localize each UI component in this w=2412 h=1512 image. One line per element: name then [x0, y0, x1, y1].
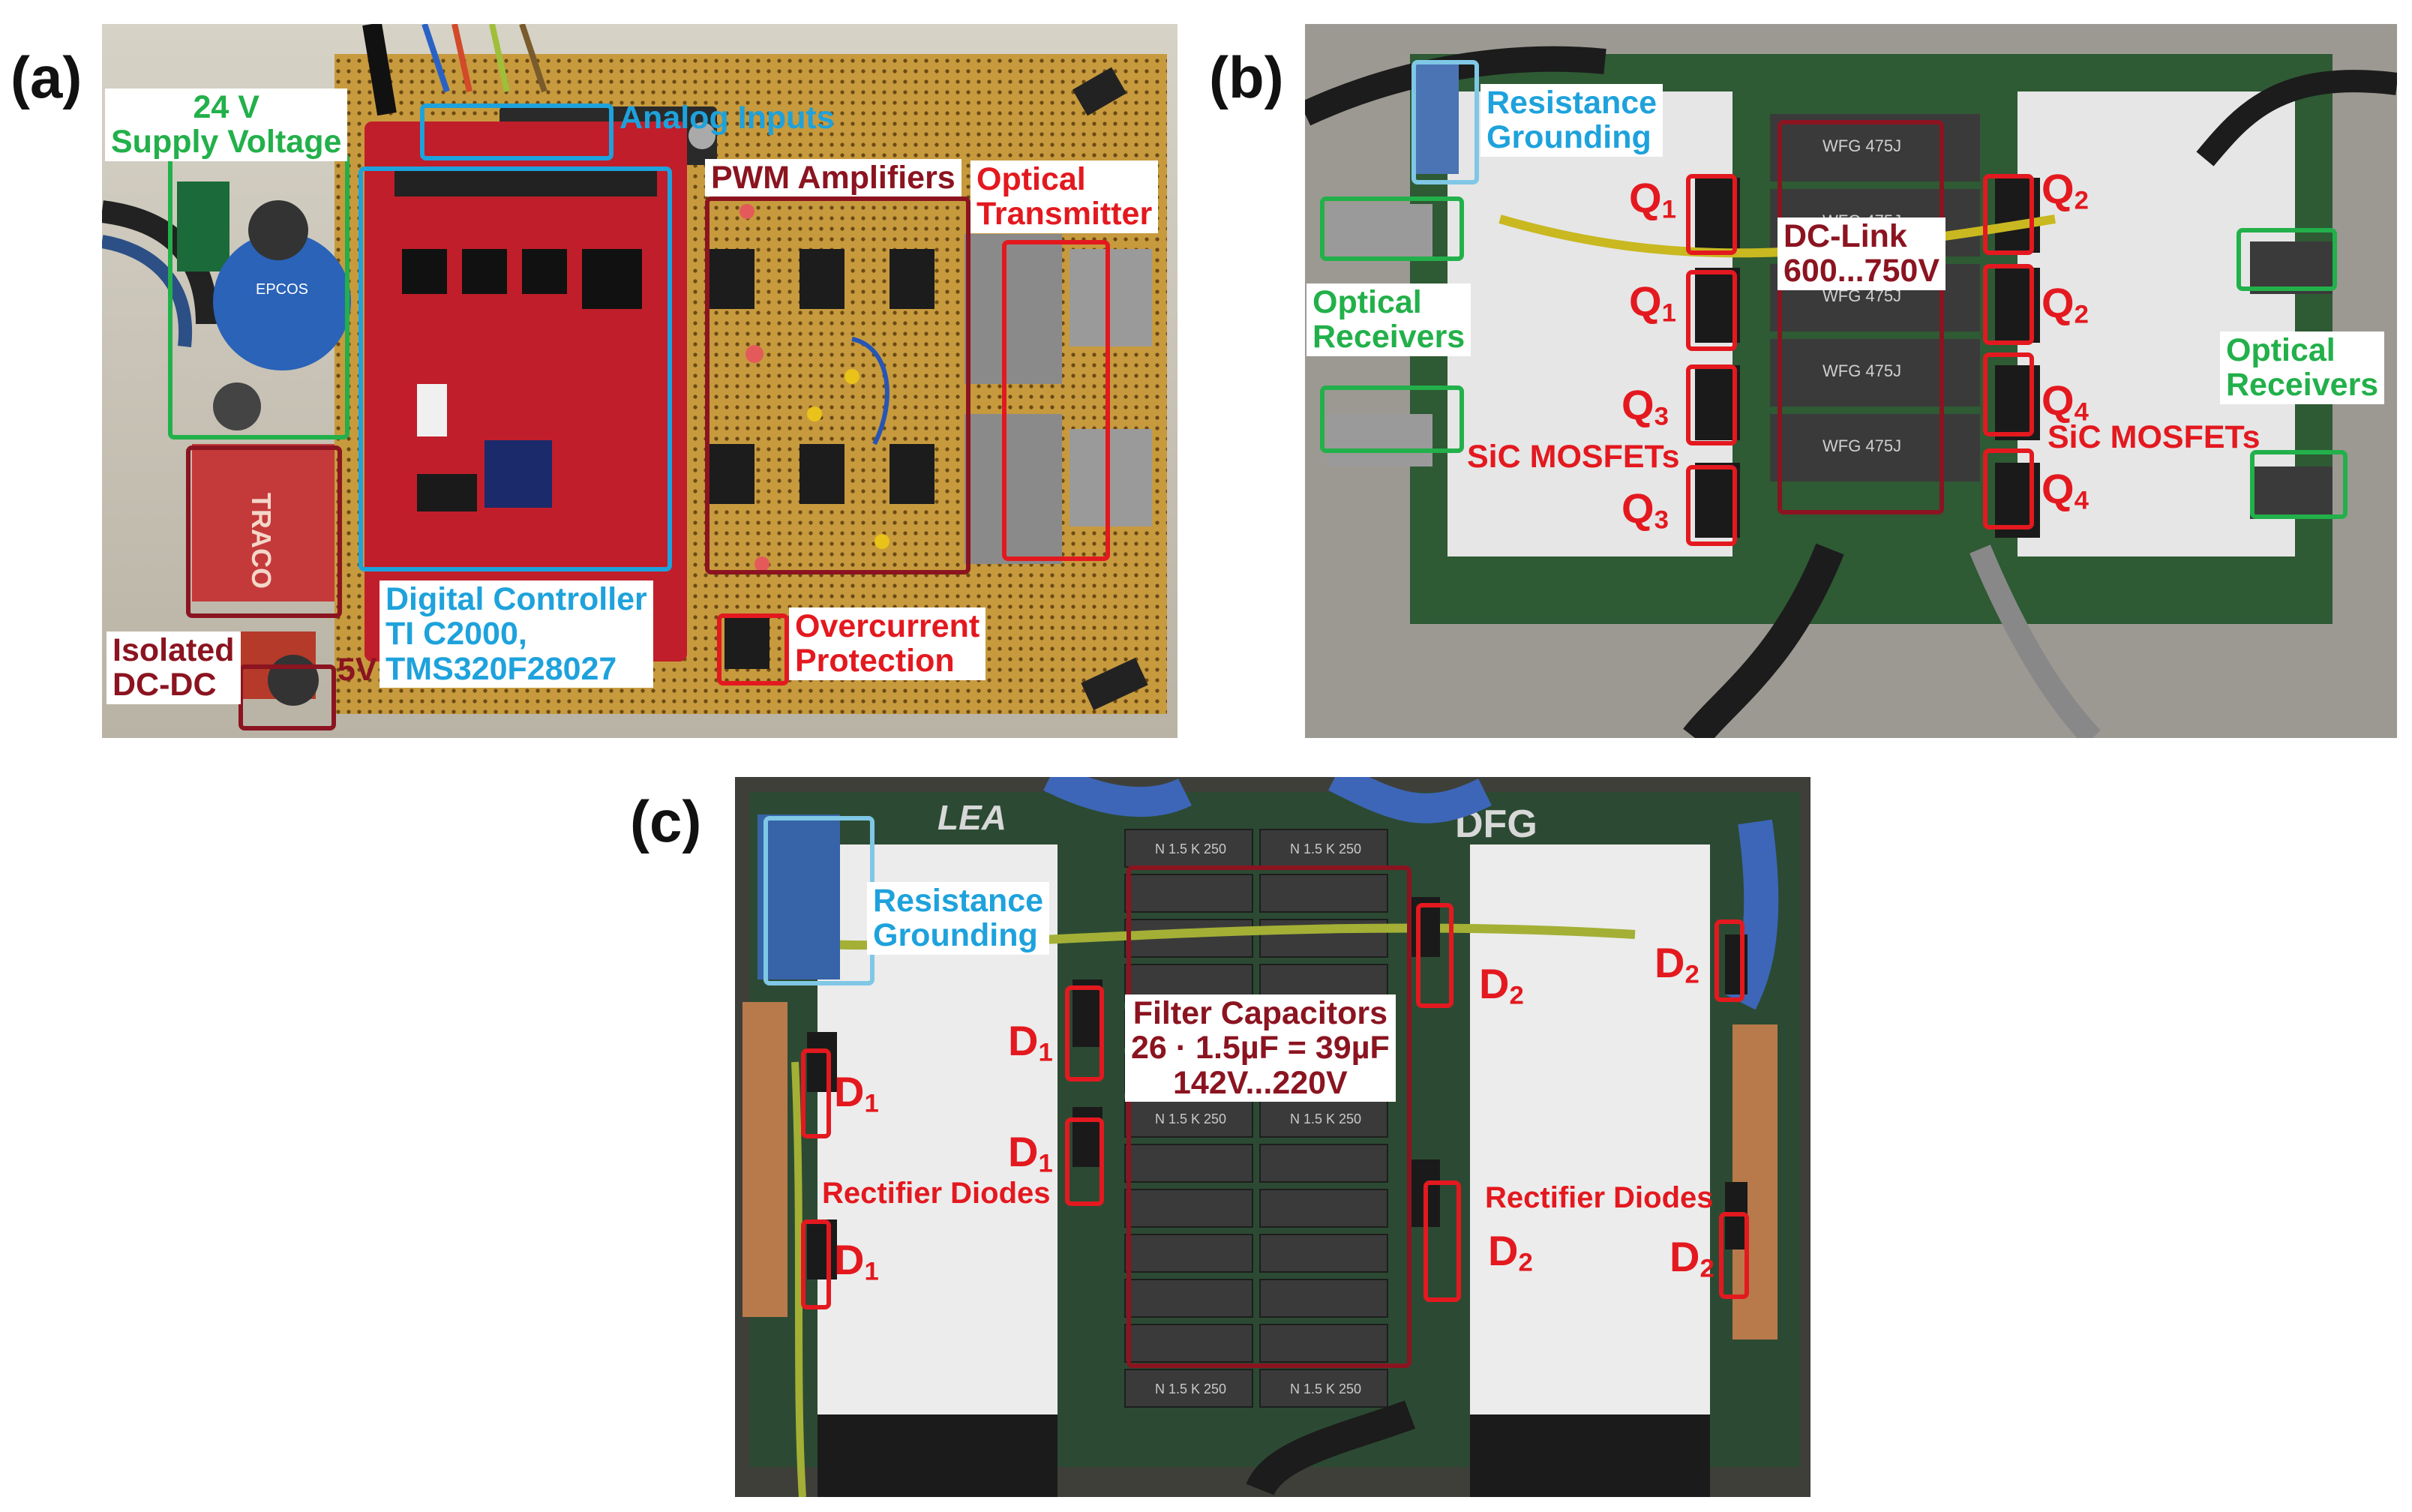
c-d2-b-box — [1424, 1180, 1461, 1302]
b-q3-top-box — [1686, 364, 1737, 446]
b-label-dclink: DC-Link 600...750V — [1778, 218, 1946, 290]
pwm-amplifiers-box — [705, 196, 970, 574]
c-d1-b-box — [801, 1220, 831, 1310]
label-isolated-dcdc: Isolated DC-DC — [106, 632, 241, 704]
b-q4-top-label: Q4 — [2042, 376, 2089, 427]
b-q3-bottom-box — [1686, 465, 1737, 546]
c-filter-capacitors-box — [1126, 866, 1412, 1368]
c-label-resistance-grounding: Resistance Grounding — [867, 882, 1050, 955]
b-dclink-box — [1778, 120, 1944, 514]
b-optical-rx-right-box-2 — [2250, 450, 2348, 519]
panel-c-letter: (c) — [630, 788, 702, 854]
svg-text:TRACO: TRACO — [246, 493, 277, 589]
label-overcurrent-protection: Overcurrent Protection — [789, 608, 986, 680]
b-q4-bottom-label: Q4 — [2042, 465, 2089, 515]
b-label-resistance-grounding: Resistance Grounding — [1480, 84, 1664, 157]
c-d2-c-box — [1714, 920, 1744, 1002]
c-d1-d-box — [1065, 1118, 1104, 1206]
svg-text:WFG 475J: WFG 475J — [1822, 436, 1901, 455]
optical-transmitter-box — [1002, 240, 1110, 561]
b-q1-bottom-label: Q1 — [1629, 278, 1676, 328]
b-optical-rx-left-box-2 — [1320, 386, 1464, 453]
b-q1-top-label: Q1 — [1629, 174, 1676, 224]
isolated-dcdc-box — [186, 446, 342, 618]
label-analog-inputs: Analog Inputs — [620, 100, 835, 136]
b-q3-top-label: Q3 — [1622, 381, 1669, 431]
svg-text:N 1.5 K 250: N 1.5 K 250 — [1155, 1112, 1226, 1126]
label-optical-transmitter: Optical Transmitter — [970, 160, 1159, 233]
c-resistance-box — [764, 816, 874, 986]
b-q3-bottom-label: Q3 — [1622, 484, 1669, 535]
b-q2-top-box — [1983, 174, 2034, 255]
b-q2-bottom-label: Q2 — [2042, 279, 2089, 329]
b-optical-rx-left-box-1 — [1320, 196, 1464, 261]
b-optical-rx-right-box-1 — [2236, 228, 2337, 291]
c-d1-c-box — [1065, 986, 1104, 1082]
c-d1-b-label: D1 — [834, 1236, 879, 1286]
b-label-optical-rx-right: Optical Receivers — [2220, 332, 2385, 404]
five-volt-box — [238, 664, 336, 730]
label-pwm-amplifiers: PWM Amplifiers — [705, 159, 962, 197]
c-d2-b-label: D2 — [1488, 1227, 1533, 1277]
svg-text:N 1.5 K 250: N 1.5 K 250 — [1290, 1382, 1361, 1396]
c-d2-c-label: D2 — [1654, 939, 1700, 989]
label-digital-controller: Digital Controller TI C2000, TMS320F2802… — [380, 580, 653, 688]
c-d2-d-label: D2 — [1670, 1233, 1714, 1283]
c-d2-d-box — [1719, 1212, 1749, 1299]
panel-b-letter: (b) — [1209, 44, 1284, 110]
c-d1-a-label: D1 — [834, 1068, 879, 1118]
analog-inputs-box — [420, 104, 614, 160]
c-d1-c-label: D1 — [1008, 1017, 1053, 1067]
c-label-filter-capacitors: Filter Capacitors 26 · 1.5µF = 39µF 142V… — [1125, 994, 1396, 1102]
b-q1-bottom-box — [1686, 270, 1737, 351]
svg-text:N 1.5 K 250: N 1.5 K 250 — [1155, 1382, 1226, 1396]
b-q2-bottom-box — [1983, 264, 2034, 345]
svg-text:N 1.5 K 250: N 1.5 K 250 — [1155, 842, 1226, 856]
supply-voltage-box — [168, 153, 350, 440]
b-resistance-box — [1412, 60, 1479, 184]
overcurrent-box — [717, 614, 789, 686]
panel-a-letter: (a) — [10, 44, 82, 110]
label-supply-voltage: 24 V Supply Voltage — [105, 88, 348, 161]
svg-text:LEA: LEA — [938, 798, 1006, 837]
svg-text:N 1.5 K 250: N 1.5 K 250 — [1290, 1112, 1361, 1126]
b-label-sic-left: SiC MOSFETs — [1467, 439, 1680, 475]
c-d1-a-box — [801, 1048, 831, 1138]
b-label-sic-right: SiC MOSFETs — [2048, 419, 2260, 455]
svg-text:EPCOS: EPCOS — [256, 281, 308, 298]
b-q2-top-label: Q2 — [2042, 165, 2089, 215]
c-label-rectifier-right: Rectifier Diodes — [1485, 1181, 1714, 1214]
c-d2-a-label: D2 — [1479, 960, 1524, 1010]
b-q4-top-box — [1983, 352, 2034, 436]
svg-text:N 1.5 K 250: N 1.5 K 250 — [1290, 842, 1361, 856]
panel-a-photo: EPCOS TRACO — [102, 24, 1178, 738]
b-q1-top-box — [1686, 174, 1737, 255]
c-d1-d-label: D1 — [1008, 1128, 1053, 1178]
panel-c-board-drawing: N 1.5 K 250 N 1.5 K 250 N 1.5 K 250 N 1.5 … — [735, 777, 1810, 1497]
c-label-rectifier-left: Rectifier Diodes — [822, 1177, 1051, 1210]
b-label-optical-rx-left: Optical Receivers — [1306, 284, 1472, 356]
digital-controller-box — [358, 166, 672, 572]
c-d2-a-box — [1416, 903, 1454, 1008]
b-q4-bottom-box — [1983, 448, 2034, 530]
svg-text:WFG 475J: WFG 475J — [1822, 362, 1901, 380]
svg-text:WFG 475J: WFG 475J — [1822, 136, 1901, 155]
label-5v: 5V — [338, 652, 377, 688]
